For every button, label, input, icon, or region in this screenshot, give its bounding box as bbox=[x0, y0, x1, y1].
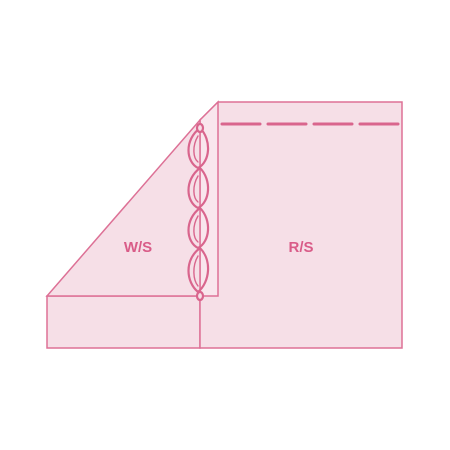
chain-knot bbox=[195, 290, 205, 302]
chain-loop bbox=[187, 166, 210, 210]
chain-loop bbox=[187, 206, 210, 250]
chain-knot bbox=[195, 122, 205, 134]
chain-loop-inner bbox=[193, 255, 199, 287]
chain-loop-inner bbox=[193, 175, 199, 203]
chain-loop-inner bbox=[193, 215, 199, 243]
chain-loop bbox=[187, 126, 210, 170]
chain-stitch bbox=[187, 122, 210, 302]
wrong-side-label: W/S bbox=[124, 239, 152, 256]
chain-loop-inner bbox=[193, 135, 199, 163]
right-side-label: R/S bbox=[288, 239, 313, 256]
fabric-right-side-panel bbox=[199, 101, 403, 349]
fabric-wrong-side-flap bbox=[45, 117, 201, 297]
fabric-base-edge bbox=[46, 295, 201, 349]
